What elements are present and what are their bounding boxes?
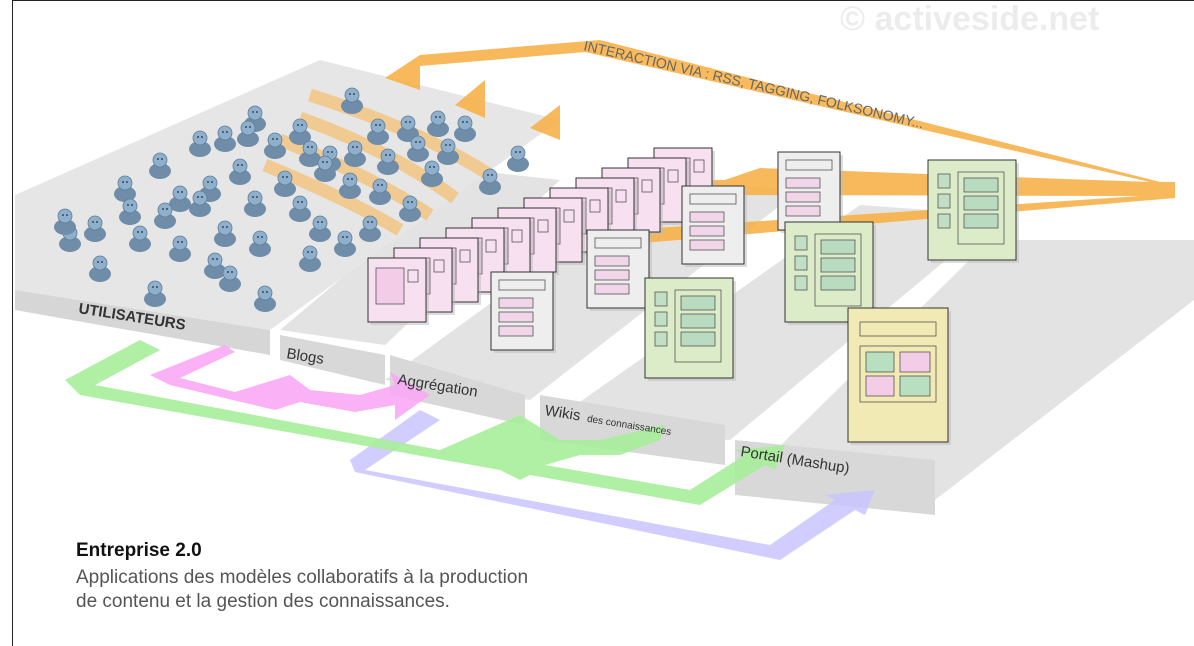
interaction-arrowhead-1 — [385, 55, 420, 90]
user-icon — [344, 140, 366, 167]
aggregation-page — [490, 271, 556, 353]
wiki-page — [644, 277, 736, 381]
user-icon — [214, 220, 236, 247]
user-icon — [289, 118, 311, 145]
user-icon — [129, 225, 151, 252]
user-icon — [114, 175, 136, 202]
pink-flow-arrow — [150, 345, 430, 420]
platform-wikis-front — [540, 395, 725, 465]
user-icon — [264, 132, 286, 159]
interaction-arrow-body — [420, 40, 1172, 195]
aggregation-page — [777, 151, 843, 233]
aggregation-page — [586, 229, 652, 311]
user-icon — [427, 110, 449, 137]
interaction-arrowhead-3 — [530, 105, 560, 140]
user-icon — [399, 195, 421, 222]
user-icon — [299, 245, 321, 272]
users-group — [54, 87, 529, 312]
user-icon — [89, 255, 111, 282]
user-icon — [341, 87, 363, 114]
user-icon — [189, 190, 211, 217]
caption-subtitle-line2: de contenu et la gestion des connaissanc… — [76, 591, 450, 612]
user-icon — [454, 115, 476, 142]
platform-aggregation-front — [390, 355, 525, 425]
blog-page — [367, 257, 429, 325]
user-icon — [377, 148, 399, 175]
user-icon — [169, 185, 191, 212]
user-icon — [237, 120, 259, 147]
user-icon — [369, 178, 391, 205]
user-icon — [359, 215, 381, 242]
platform-blogs-front — [280, 335, 385, 385]
user-icon — [249, 230, 271, 257]
user-icon — [229, 158, 251, 185]
watermark: © activeside.net — [840, 0, 1099, 38]
frame-border-top — [12, 0, 1194, 1]
caption-subtitle-line1: Applications des modèles collaboratifs à… — [76, 567, 529, 588]
label-blogs: Blogs — [285, 345, 325, 368]
user-icon — [169, 235, 191, 262]
user-icon — [437, 138, 459, 165]
user-icon — [309, 215, 331, 242]
caption-title: Entreprise 2.0 — [76, 540, 202, 561]
user-icon — [219, 265, 241, 292]
lilac-flow-arrow — [350, 410, 875, 560]
frame-border-left — [12, 0, 13, 646]
user-icon — [244, 190, 266, 217]
user-icon — [274, 170, 296, 197]
user-icon — [84, 215, 106, 242]
user-icon — [479, 168, 501, 195]
user-icon — [339, 172, 361, 199]
user-icon — [189, 130, 211, 157]
user-icon — [407, 135, 429, 162]
platform-portal-front — [735, 440, 935, 515]
user-icon — [299, 140, 321, 167]
portal-page-stack — [847, 307, 951, 445]
user-icon — [214, 125, 236, 152]
user-icon — [54, 208, 76, 235]
portal-page — [847, 307, 951, 445]
aggregation-page-stack — [490, 151, 843, 353]
user-icon — [119, 198, 141, 225]
interaction-arrowhead-2 — [455, 80, 485, 118]
flow-arrows — [65, 340, 875, 560]
user-icon — [254, 285, 276, 312]
interaction-label: INTERACTION VIA : RSS, TAGGING, FOLKSONO… — [582, 37, 925, 131]
aggregation-page — [681, 185, 747, 267]
user-icon — [149, 152, 171, 179]
user-icon — [367, 118, 389, 145]
user-icon — [314, 155, 336, 182]
green-flow-arrow — [65, 340, 785, 505]
user-icon — [289, 195, 311, 222]
user-icon — [154, 202, 176, 229]
label-wikis: Wikis — [544, 402, 582, 424]
platform-wikis — [540, 205, 1000, 440]
user-icon — [334, 230, 356, 257]
caption: Entreprise 2.0 Applications des modèles … — [76, 540, 776, 614]
user-icon — [144, 280, 166, 307]
user-icon — [204, 252, 226, 279]
user-icon — [421, 160, 443, 187]
user-icon — [507, 145, 529, 172]
platform-users-front — [15, 290, 270, 355]
wiki-page — [927, 159, 1019, 263]
